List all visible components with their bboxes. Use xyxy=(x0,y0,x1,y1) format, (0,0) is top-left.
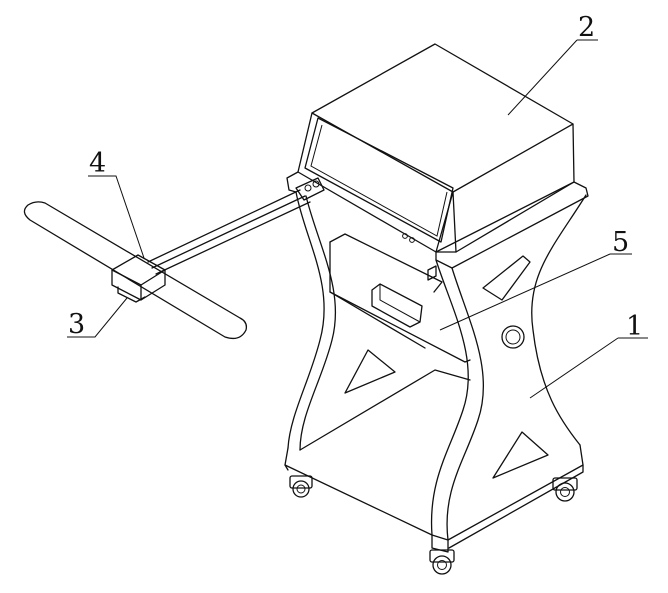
drawer-handle-edge xyxy=(379,284,421,323)
cable-tube xyxy=(151,195,306,269)
casters xyxy=(289,475,578,575)
display-inner-frame xyxy=(310,124,448,237)
drawer-front xyxy=(329,241,471,363)
probe-base xyxy=(117,286,146,303)
cart-base-corner xyxy=(284,464,289,471)
caster-wheel xyxy=(289,475,313,498)
part-label-5: 5 xyxy=(612,227,629,258)
cart-frame xyxy=(284,171,589,553)
cable-tubes xyxy=(147,177,325,275)
drawer-latch xyxy=(427,265,437,281)
cart-base-bottom-edge xyxy=(448,464,584,549)
top-housing xyxy=(297,43,575,253)
cart-top-rim xyxy=(435,181,589,269)
leader-lines xyxy=(67,39,648,399)
cart-front-left-rim xyxy=(286,171,299,193)
cart-base-inner xyxy=(299,369,471,451)
connector-port xyxy=(304,184,312,192)
cart-left-inner-profile xyxy=(299,195,337,451)
housing-top-face xyxy=(311,43,574,193)
probe-body-side xyxy=(140,269,166,301)
cart-right-profile xyxy=(531,194,587,446)
control-knob-inner xyxy=(505,329,521,345)
leader-line-1 xyxy=(529,337,648,399)
drawer xyxy=(329,233,471,363)
housing-right-face xyxy=(452,123,575,253)
cable-tube xyxy=(155,201,311,275)
part-label-3: 3 xyxy=(68,309,85,340)
probe-body-top xyxy=(111,254,166,286)
leader-line-5 xyxy=(439,253,632,331)
cable-tube xyxy=(147,189,301,263)
caster-wheel xyxy=(429,549,455,575)
cable-connector xyxy=(295,177,325,201)
cart-base-right xyxy=(431,444,584,541)
cart-base-left xyxy=(284,447,449,553)
cart-front-right-profile xyxy=(446,267,485,541)
housing-front-face xyxy=(297,112,457,253)
cart-front-edge xyxy=(430,259,469,536)
frame-cutout-left xyxy=(344,349,396,394)
leader-line-3 xyxy=(67,297,128,338)
indicator-light xyxy=(409,237,415,243)
probe-body-front xyxy=(111,269,142,301)
indicator-light xyxy=(402,233,408,239)
part-label-2: 2 xyxy=(578,12,595,43)
part-label-1: 1 xyxy=(626,311,643,342)
probe-paddle xyxy=(23,201,248,340)
leader-line-4 xyxy=(88,175,145,259)
frame-cutout-upper-right xyxy=(482,255,531,301)
caster-wheel xyxy=(552,477,578,502)
cart-left-profile xyxy=(287,191,325,449)
drawer-top xyxy=(329,233,443,293)
leader-line-2 xyxy=(507,39,598,116)
probe-assembly xyxy=(23,201,248,340)
control-knob xyxy=(501,325,525,349)
part-label-4: 4 xyxy=(89,148,106,179)
drawer-bottom xyxy=(329,291,426,349)
connector-port xyxy=(312,180,320,188)
frame-cutout-lower-right xyxy=(492,431,549,479)
display-screen xyxy=(304,117,454,243)
